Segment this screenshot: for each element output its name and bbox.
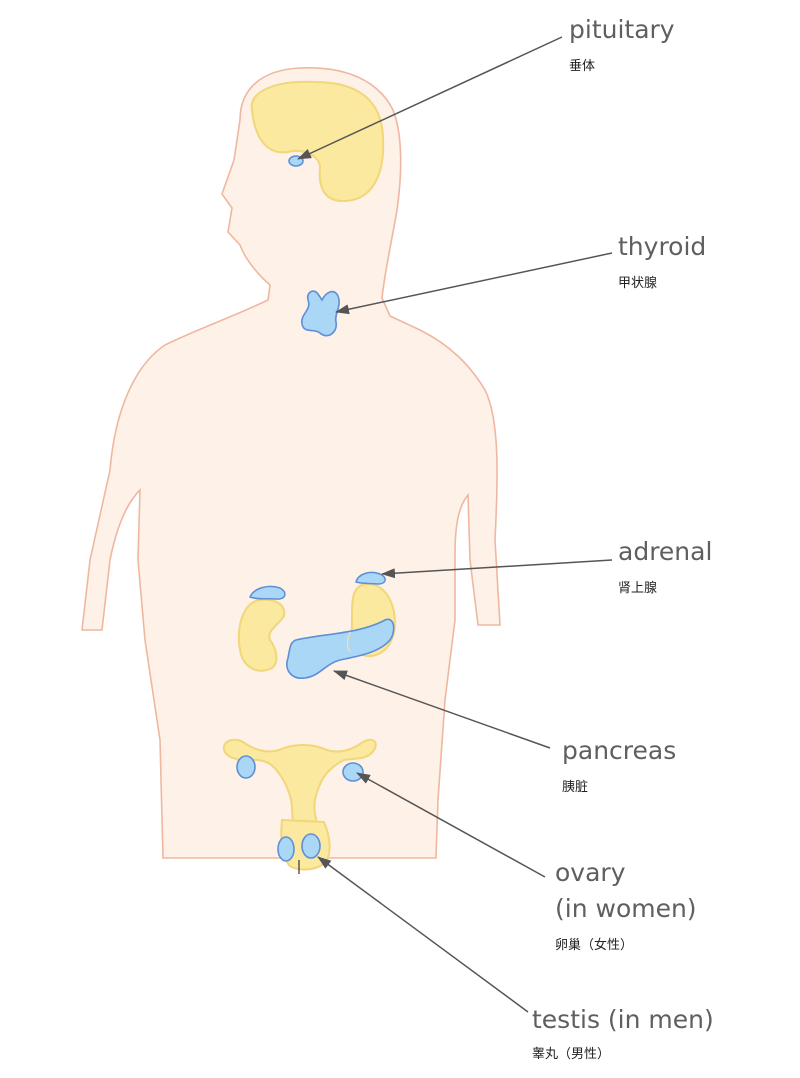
label-adrenal: adrenal (618, 537, 713, 566)
right-adrenal-gland (355, 571, 386, 585)
left-kidney (237, 598, 286, 672)
pointer-pancreas (333, 670, 551, 749)
label-ovary-zh: 卵巢（女性） (555, 938, 634, 953)
uterus (222, 738, 377, 834)
left-ovary (236, 755, 256, 779)
label-pancreas: pancreas (562, 736, 677, 765)
pointer-ovary (356, 772, 546, 878)
label-adrenal-zh: 肾上腺 (618, 581, 658, 596)
label-testis: testis (in men) (532, 1005, 714, 1034)
brain (250, 80, 385, 203)
pancreas-organ (286, 618, 395, 679)
label-pituitary: pituitary (569, 15, 675, 44)
label-pituitary-zh: 垂体 (569, 59, 596, 74)
pointer-adrenal (381, 559, 613, 579)
label-ovary-line2: (in women) (555, 894, 697, 923)
left-adrenal-gland (248, 585, 286, 600)
label-testis-zh: 睾丸（男性） (532, 1047, 611, 1062)
pointer-pituitary (297, 36, 563, 160)
pointer-thyroid (335, 252, 613, 315)
body-silhouette (81, 67, 501, 859)
thyroid-gland (301, 290, 340, 337)
pancreas-kidney-overlap-line (346, 631, 351, 653)
right-ovary (342, 762, 364, 782)
label-thyroid-zh: 甲状腺 (618, 276, 658, 291)
label-thyroid: thyroid (618, 232, 707, 261)
right-testis (301, 833, 321, 859)
pointer-testis (317, 856, 529, 1013)
left-testis (277, 836, 295, 862)
label-ovary-line1: ovary (555, 858, 626, 887)
label-pancreas-zh: 胰脏 (562, 780, 589, 795)
